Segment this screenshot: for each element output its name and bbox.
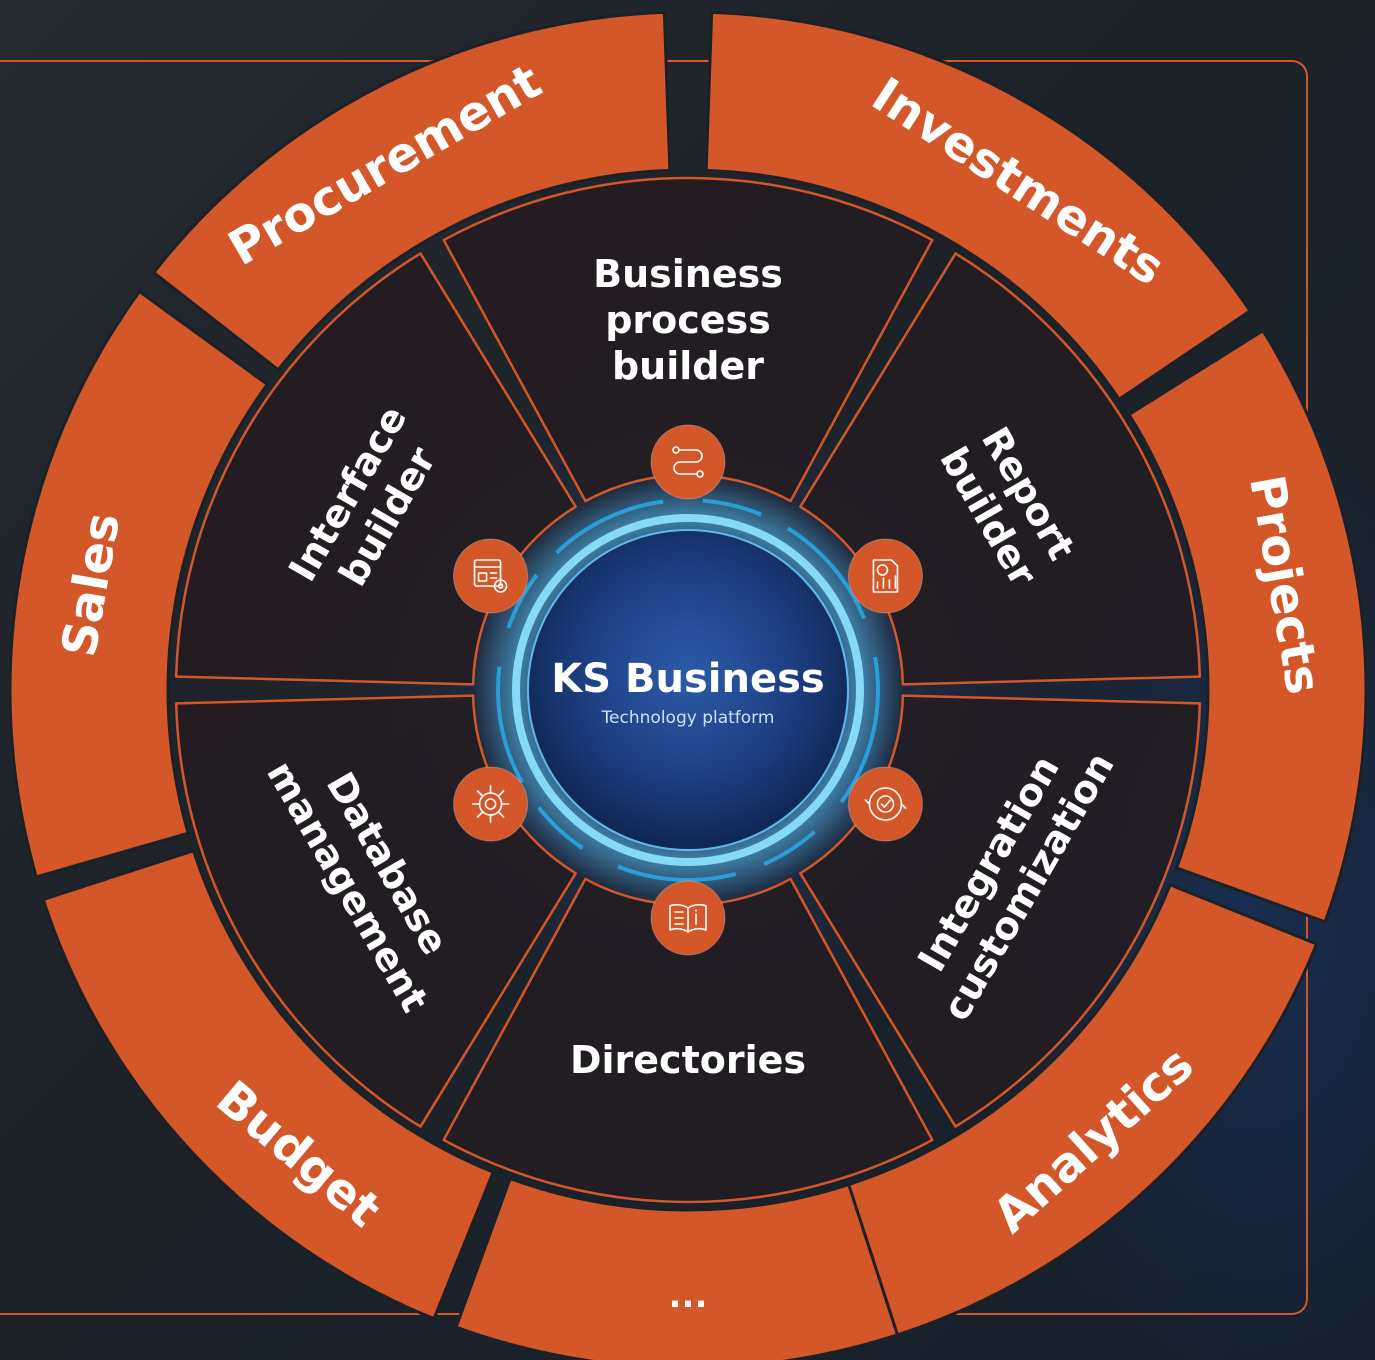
process-flow-icon [650, 424, 726, 500]
platform-title: KS Business [551, 656, 824, 702]
module-label-line: Directories [570, 1038, 806, 1082]
module-label-line: builder [612, 344, 764, 388]
domain-segment-sales[interactable] [8, 289, 269, 879]
core-ring-bright [512, 514, 864, 866]
integration-gear-icon [847, 766, 923, 842]
interface-settings-icon [453, 538, 529, 614]
domain-segment-projects[interactable] [1127, 329, 1368, 924]
platform-core: KS Business Technology platform [473, 475, 903, 905]
domain-segment-budget[interactable] [41, 849, 495, 1321]
domain-segment-procurement[interactable] [152, 10, 672, 372]
module-label-line: Business [593, 252, 783, 296]
domain-label: ... [669, 1276, 708, 1316]
module-label-group: Directories [570, 1038, 806, 1082]
chip-gear-icon [453, 766, 529, 842]
domain-segment-more[interactable] [454, 1177, 900, 1360]
core-disc [527, 529, 849, 851]
module-label-line: process [605, 298, 771, 342]
platform-subtitle: Technology platform [601, 708, 775, 728]
book-icon [650, 880, 726, 956]
report-chart-icon [847, 538, 923, 614]
domain-segment-investments[interactable] [704, 10, 1252, 401]
core-ring-outer [496, 498, 880, 882]
module-icons [453, 424, 923, 956]
